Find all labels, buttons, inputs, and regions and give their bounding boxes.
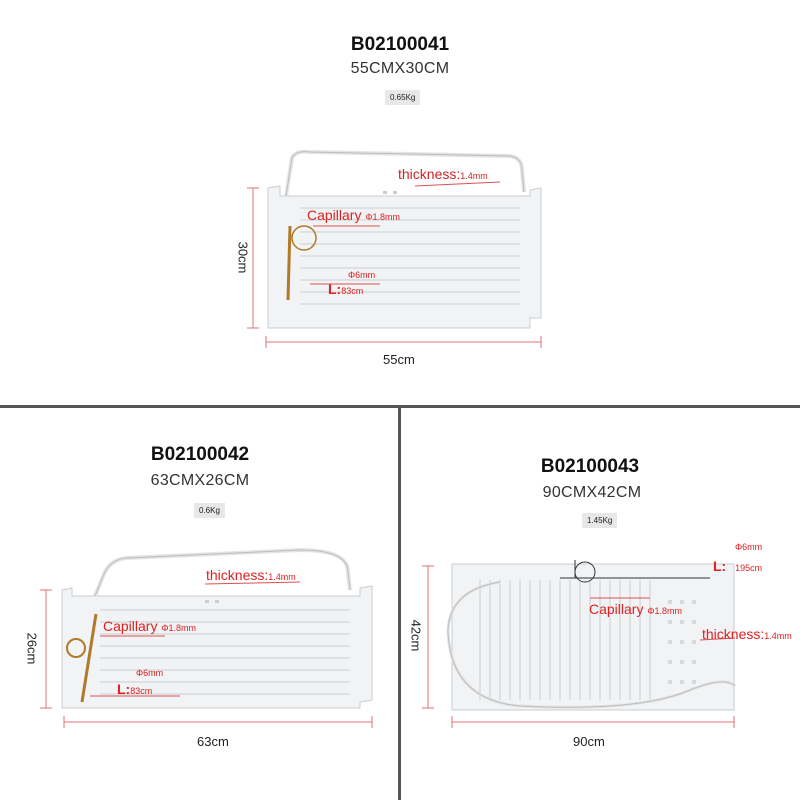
tube-diameter-3: Φ6mm xyxy=(735,542,763,552)
thickness-label-2: thickness:1.4mm xyxy=(206,567,296,583)
tube-length-2: L:83cm xyxy=(117,681,153,697)
height-dimension-1: 30cm xyxy=(235,241,251,274)
vertical-divider xyxy=(398,408,401,800)
capillary-label-3: Capillary Φ1.8mm xyxy=(589,601,683,617)
dimension-lines-1 xyxy=(247,187,542,348)
product-code-2: B02100042 xyxy=(150,444,250,465)
capillary-label-2: Capillary Φ1.8mm xyxy=(103,618,197,634)
dimension-lines-3 xyxy=(422,565,735,728)
horizontal-divider xyxy=(0,405,800,408)
width-dimension-3: 90cm xyxy=(573,734,605,749)
thickness-label-1: thickness:1.4mm xyxy=(398,166,488,182)
evaporator-plate-1 xyxy=(267,149,542,329)
evaporator-plate-2 xyxy=(61,547,373,709)
product-size-1: 55CMX30CM xyxy=(350,60,450,77)
tube-length-1: L:83cm xyxy=(328,281,364,297)
product-size-3: 90CMX42CM xyxy=(542,484,642,501)
capillary-label-1: Capillary Φ1.8mm xyxy=(307,207,401,223)
weight-badge-1: 0.65Kg xyxy=(385,90,421,105)
product-code-3: B02100043 xyxy=(540,456,640,477)
thickness-label-3: thickness:1.4mm xyxy=(702,626,792,642)
width-dimension-2: 63cm xyxy=(197,734,229,749)
evaporator-plate-3 xyxy=(446,560,737,711)
product-code-1: B02100041 xyxy=(350,34,450,55)
tube-diameter-1: Φ6mm xyxy=(348,270,376,280)
weight-badge-2: 0.6Kg xyxy=(194,503,225,518)
height-dimension-2: 26cm xyxy=(24,632,40,665)
width-dimension-1: 55cm xyxy=(383,352,415,367)
product-size-2: 63CMX26CM xyxy=(150,472,250,489)
tube-diameter-2: Φ6mm xyxy=(136,668,164,678)
tube-length-3: L: 195cm xyxy=(713,558,763,574)
dimension-lines-2 xyxy=(40,589,373,728)
height-dimension-3: 42cm xyxy=(408,619,424,652)
weight-badge-3: 1.45Kg xyxy=(582,513,618,528)
